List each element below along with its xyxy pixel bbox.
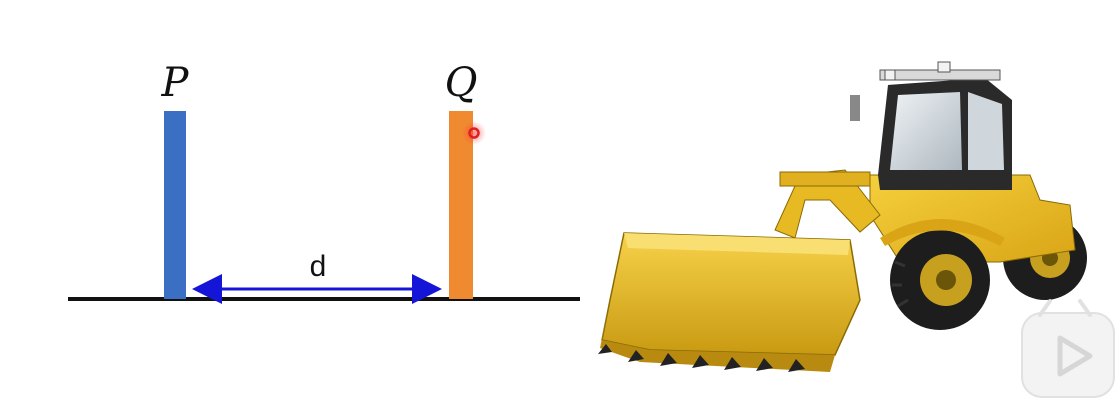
left-post	[164, 111, 186, 299]
wheel-loader-illustration	[598, 61, 1087, 372]
pointer-dot	[462, 121, 486, 145]
left-post-label: P	[161, 60, 190, 106]
distance-label: d	[310, 250, 327, 283]
right-post-label: Q	[445, 60, 478, 106]
play-icon	[1021, 299, 1115, 398]
